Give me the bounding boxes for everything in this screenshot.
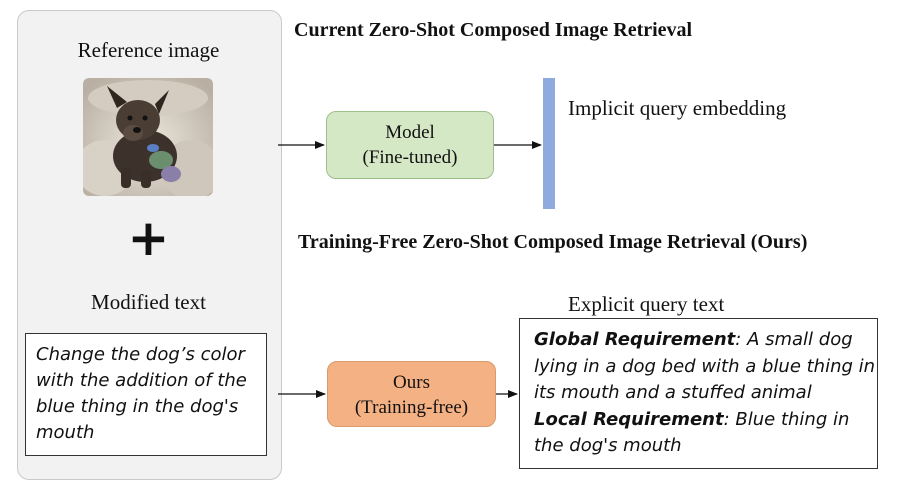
global-requirement-label: Global Requirement [534,329,736,350]
modified-text: Change the dog’s color with the addition… [36,344,247,443]
modified-text-title: Modified text [91,290,206,314]
ours-box-line1: Ours [393,372,430,393]
local-requirement-label: Local Requirement [534,408,724,430]
current-method-heading: Current Zero-Shot Composed Image Retriev… [294,19,693,41]
local-requirement-text: : Blue thing in the dog's mouth [534,408,850,457]
ours-method-heading: Training-Free Zero-Shot Composed Image R… [298,231,808,253]
modified-text-box: Change the dog’s color with the addition… [25,333,267,456]
model-box-line2: (Fine-tuned) [362,147,458,168]
explicit-text-label: Explicit query text [568,292,725,316]
explicit-query-box: Global Requirement: A small dog lying in… [519,318,878,469]
ours-box-line2: (Training-free) [354,397,469,418]
reference-image-title: Reference image [77,38,220,62]
plus-icon: + [127,209,170,267]
global-requirement-text: : A small dog lying in a dog bed with a … [534,329,876,403]
ours-box: Ours (Training-free) [327,361,496,427]
query-embedding-bar [543,78,555,209]
implicit-embedding-label: Implicit query embedding [568,96,787,120]
explicit-query-text: Global Requirement: A small dog lying in… [534,327,877,460]
model-box: Model (Fine-tuned) [326,111,494,179]
model-box-line1: Model [385,122,435,143]
reference-dog-image [83,78,213,196]
